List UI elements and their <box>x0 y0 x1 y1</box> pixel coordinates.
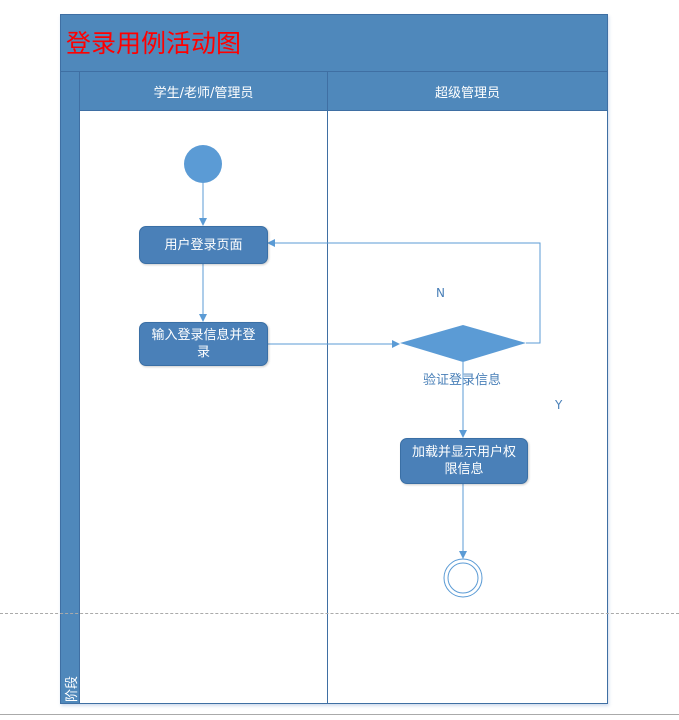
node-load-permissions: 加载并显示用户权限信息 <box>400 438 528 484</box>
node-login-page: 用户登录页面 <box>139 226 268 264</box>
bottom-border <box>0 714 679 715</box>
lane-header-superadmin: 超级管理员 <box>327 71 608 111</box>
phase-strip <box>60 71 80 704</box>
decision-diamond <box>400 325 526 362</box>
end-node <box>443 558 483 598</box>
edge-label-yes: Y <box>555 398 563 412</box>
lane-header-users: 学生/老师/管理员 <box>79 71 328 111</box>
decision-label: 验证登录信息 <box>423 373 502 388</box>
node-input-login: 输入登录信息并登录 <box>139 322 268 366</box>
lane-divider <box>327 71 328 704</box>
start-node <box>184 145 222 183</box>
page-break-line <box>0 613 679 614</box>
edge-label-no: N <box>436 286 445 300</box>
diagram-title: 登录用例活动图 <box>66 29 242 58</box>
